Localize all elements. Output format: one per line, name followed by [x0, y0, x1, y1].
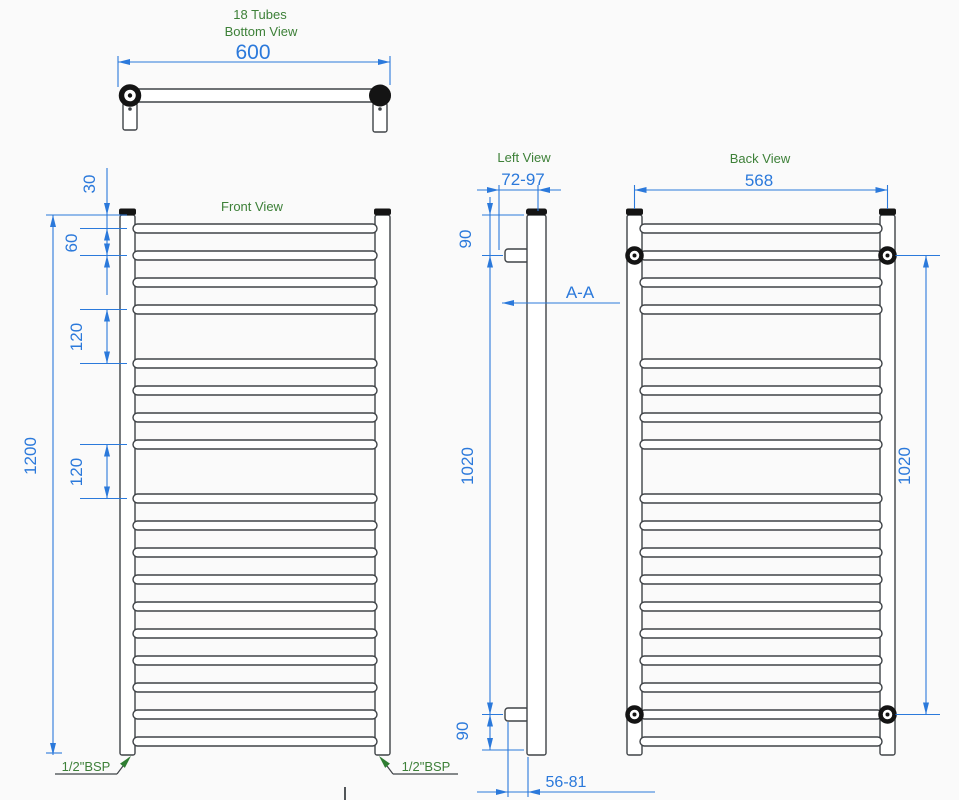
- section-label-aa: A-A: [566, 283, 595, 302]
- dim-1200: 1200: [21, 437, 40, 475]
- dimension-lines: [46, 56, 940, 800]
- bottom-view-shapes: [118, 84, 391, 133]
- dim-60: 60: [62, 234, 81, 253]
- dim-120-lower: 120: [67, 458, 86, 486]
- back-view-title: Back View: [730, 151, 791, 166]
- text-labels: 18 Tubes Bottom View 600 Front View 30 6…: [21, 7, 914, 791]
- front-view-shapes: [119, 208, 391, 756]
- left-view-shapes: [504, 208, 547, 756]
- dim-56-81: 56-81: [546, 774, 587, 791]
- front-view-title: Front View: [221, 199, 284, 214]
- dim-568: 568: [745, 171, 773, 190]
- back-view-shapes: [625, 208, 897, 756]
- dim-1020-back-view: 1020: [895, 447, 914, 485]
- dim-600: 600: [235, 41, 270, 64]
- bottom-view-title: Bottom View: [225, 24, 298, 39]
- dim-120-upper: 120: [67, 323, 86, 351]
- dim-1020-left-view: 1020: [458, 447, 477, 485]
- dim-90-top: 90: [456, 230, 475, 249]
- dim-90-bottom: 90: [453, 722, 472, 741]
- bsp-label-left: 1/2"BSP: [62, 759, 111, 774]
- left-view-title: Left View: [497, 150, 551, 165]
- tube-count-label: 18 Tubes: [233, 7, 287, 22]
- dim-72-97: 72-97: [501, 170, 544, 189]
- bsp-label-right: 1/2"BSP: [402, 759, 451, 774]
- dim-30: 30: [80, 175, 99, 194]
